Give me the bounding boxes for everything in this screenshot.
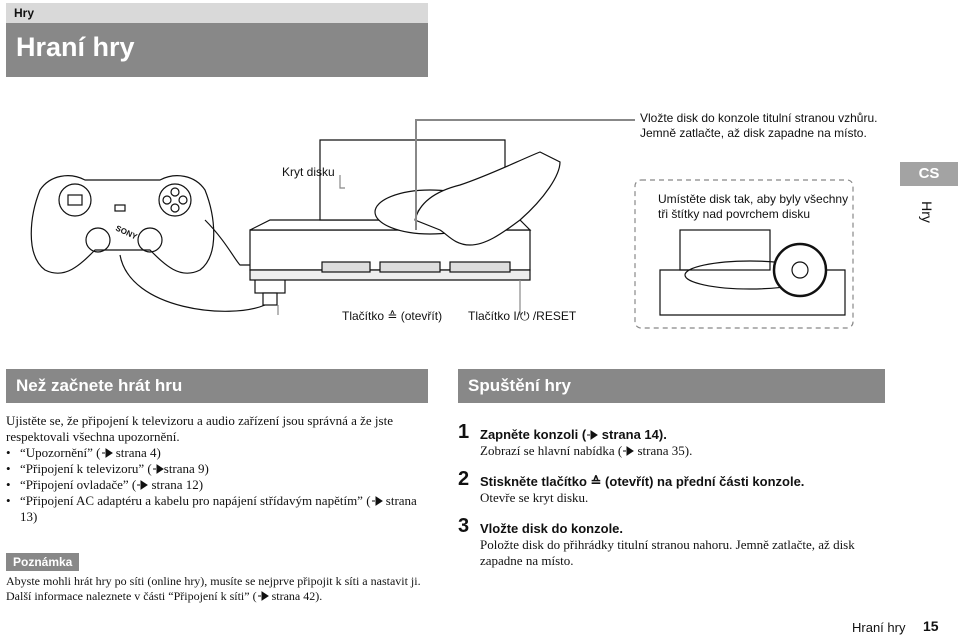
page-reference-icon bbox=[137, 480, 149, 490]
list-item: “Upozornění” ( strana 4) bbox=[6, 445, 428, 461]
left-section-body: Ujistěte se, že připojení k televizoru a… bbox=[6, 413, 428, 525]
section-tab: Hry bbox=[6, 3, 428, 23]
note-label-box: Poznámka bbox=[6, 553, 80, 571]
console-illustration: SONY bbox=[30, 119, 854, 329]
callout-labels-above: Umístěte disk tak, aby byly všechny tři … bbox=[658, 192, 849, 221]
list-item: “Připojení AC adaptéru a kabelu pro napá… bbox=[6, 493, 428, 525]
page-title: Hraní hry bbox=[16, 32, 135, 62]
vertical-section-label: Hry bbox=[919, 201, 935, 223]
step-number: 2 bbox=[458, 468, 470, 490]
step-1: 1 Zapněte konzoli ( strana 14). Zobrazí … bbox=[458, 421, 693, 458]
page-reference-icon bbox=[257, 591, 269, 601]
page-reference-icon bbox=[152, 464, 164, 474]
list-item: “Připojení ovladače” ( strana 12) bbox=[6, 477, 428, 493]
page-reference-icon bbox=[587, 430, 599, 440]
controller-illustration: SONY bbox=[30, 175, 215, 274]
footer-section-label: Hraní hry bbox=[852, 620, 906, 635]
right-section-heading: Spuštění hry bbox=[458, 369, 885, 403]
intro-paragraph: Ujistěte se, že připojení k televizoru a… bbox=[6, 413, 393, 444]
page-title-bar: Hraní hry bbox=[6, 23, 428, 77]
page-reference-icon bbox=[101, 448, 113, 458]
list-item: “Připojení k televizoru” (strana 9) bbox=[6, 461, 428, 477]
page-number: 15 bbox=[923, 618, 939, 634]
disk-tray-inset bbox=[659, 229, 846, 316]
connection-checklist: “Upozornění” ( strana 4) “Připojení k te… bbox=[6, 445, 428, 525]
page-reference-icon bbox=[623, 446, 635, 456]
step-3: 3 Vložte disk do konzole. Položte disk d… bbox=[458, 515, 855, 568]
step-number: 3 bbox=[458, 515, 470, 537]
open-button-label: Tlačítko ≙ (otevřít) bbox=[342, 309, 443, 323]
step-number: 1 bbox=[458, 421, 470, 443]
page-reference-icon bbox=[371, 496, 383, 506]
note-text: Abyste mohli hrát hry po síti (online hr… bbox=[6, 574, 421, 603]
section-tab-label: Hry bbox=[14, 6, 35, 20]
left-section-heading: Než začnete hrát hru bbox=[6, 369, 428, 403]
callout-disc-cover: Kryt disku bbox=[282, 165, 335, 179]
power-reset-button-label: Tlačítko I/⏻ /RESET bbox=[468, 309, 577, 323]
language-tab: CS bbox=[900, 162, 958, 186]
step-2: 2 Stiskněte tlačítko ≙ (otevřít) na před… bbox=[458, 468, 805, 505]
callout-insert-disc: Vložte disk do konzole titulní stranou v… bbox=[640, 111, 878, 140]
note-label: Poznámka bbox=[6, 553, 80, 571]
